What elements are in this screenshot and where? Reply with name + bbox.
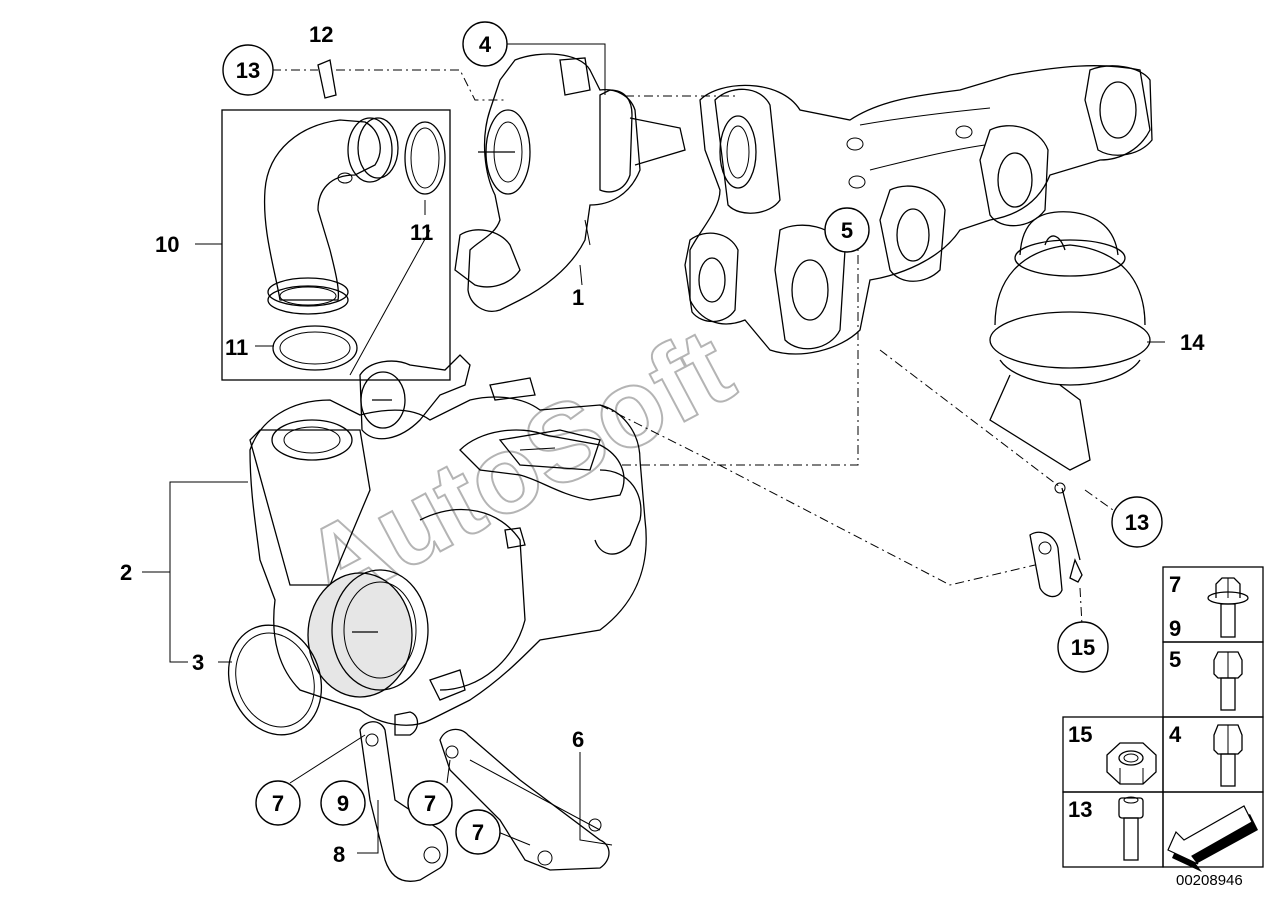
leader-lines xyxy=(142,43,1165,854)
svg-text:12: 12 xyxy=(309,22,333,47)
pipe-kit-box xyxy=(221,109,451,381)
callout-2: 2 xyxy=(120,560,132,585)
callout-13a: 13 xyxy=(222,44,274,96)
legend-cell-flange-bolt: 7 9 xyxy=(1169,572,1249,641)
turbocharger-main xyxy=(249,354,647,736)
svg-text:13: 13 xyxy=(236,58,260,83)
callout-14: 14 xyxy=(1180,330,1205,355)
legend-cell-hex-bolt-4: 4 xyxy=(1169,722,1243,787)
turbocharger-upper xyxy=(454,53,686,312)
legend-cell-nut: 15 xyxy=(1068,722,1157,785)
svg-text:11: 11 xyxy=(225,335,248,360)
callout-8: 8 xyxy=(333,842,345,867)
hex-bolt-icon xyxy=(1213,651,1243,711)
callout-12: 12 xyxy=(309,22,333,47)
callout-3: 3 xyxy=(192,650,204,675)
document-number: 00208946 xyxy=(1176,872,1243,889)
svg-text:11: 11 xyxy=(410,220,433,245)
svg-text:13: 13 xyxy=(1068,797,1092,822)
seal-ring-lower xyxy=(272,325,358,371)
clip-part xyxy=(317,59,337,99)
hex-nut-icon xyxy=(1106,742,1157,785)
callout-6: 6 xyxy=(572,727,584,752)
wastegate-actuator xyxy=(989,211,1151,598)
callout-7b: 7 xyxy=(407,780,453,826)
callout-11b: 11 xyxy=(225,335,248,360)
svg-text:13: 13 xyxy=(1125,510,1149,535)
direction-arrow-icon xyxy=(1167,805,1258,872)
svg-text:8: 8 xyxy=(333,842,345,867)
svg-text:6: 6 xyxy=(572,727,584,752)
bracket-small xyxy=(359,721,449,882)
svg-text:5: 5 xyxy=(841,218,853,243)
svg-text:3: 3 xyxy=(192,650,204,675)
hex-bolt-long-icon xyxy=(1213,724,1243,787)
callout-1: 1 xyxy=(572,285,584,310)
callout-7a: 7 xyxy=(255,780,301,826)
callout-13b: 13 xyxy=(1111,496,1163,548)
legend-cell-hex-bolt-5: 5 xyxy=(1169,647,1243,711)
exhaust-manifold xyxy=(684,65,1153,355)
flange-bolt-icon xyxy=(1207,577,1249,638)
svg-text:9: 9 xyxy=(337,791,349,816)
intake-pipe xyxy=(263,117,399,315)
svg-text:15: 15 xyxy=(1068,722,1092,747)
svg-text:14: 14 xyxy=(1180,330,1205,355)
bracket-large xyxy=(439,728,610,871)
legend-cell-socket-screw: 13 xyxy=(1068,796,1144,861)
svg-text:4: 4 xyxy=(1169,722,1182,747)
callout-5: 5 xyxy=(824,207,870,253)
seal-ring-upper xyxy=(404,121,446,195)
svg-text:7: 7 xyxy=(272,791,284,816)
callout-10: 10 xyxy=(155,232,179,257)
svg-text:4: 4 xyxy=(479,32,492,57)
callout-4: 4 xyxy=(462,21,508,67)
svg-text:1: 1 xyxy=(572,285,584,310)
svg-text:15: 15 xyxy=(1071,635,1095,660)
svg-text:10: 10 xyxy=(155,232,179,257)
svg-text:2: 2 xyxy=(120,560,132,585)
fastener-legend: 7 9 5 15 xyxy=(1062,566,1264,872)
legend-cell-direction xyxy=(1167,805,1258,872)
svg-text:9: 9 xyxy=(1169,616,1181,641)
reference-lines xyxy=(272,69,1121,626)
callout-9: 9 xyxy=(320,780,366,826)
svg-text:7: 7 xyxy=(472,820,484,845)
svg-text:7: 7 xyxy=(424,791,436,816)
callout-7c: 7 xyxy=(455,809,501,855)
seal-ring-turbo xyxy=(227,624,323,736)
callout-15: 15 xyxy=(1057,621,1109,673)
svg-text:7: 7 xyxy=(1169,572,1181,597)
callout-11a: 11 xyxy=(410,220,433,245)
svg-text:5: 5 xyxy=(1169,647,1181,672)
socket-head-screw-icon xyxy=(1118,796,1144,861)
